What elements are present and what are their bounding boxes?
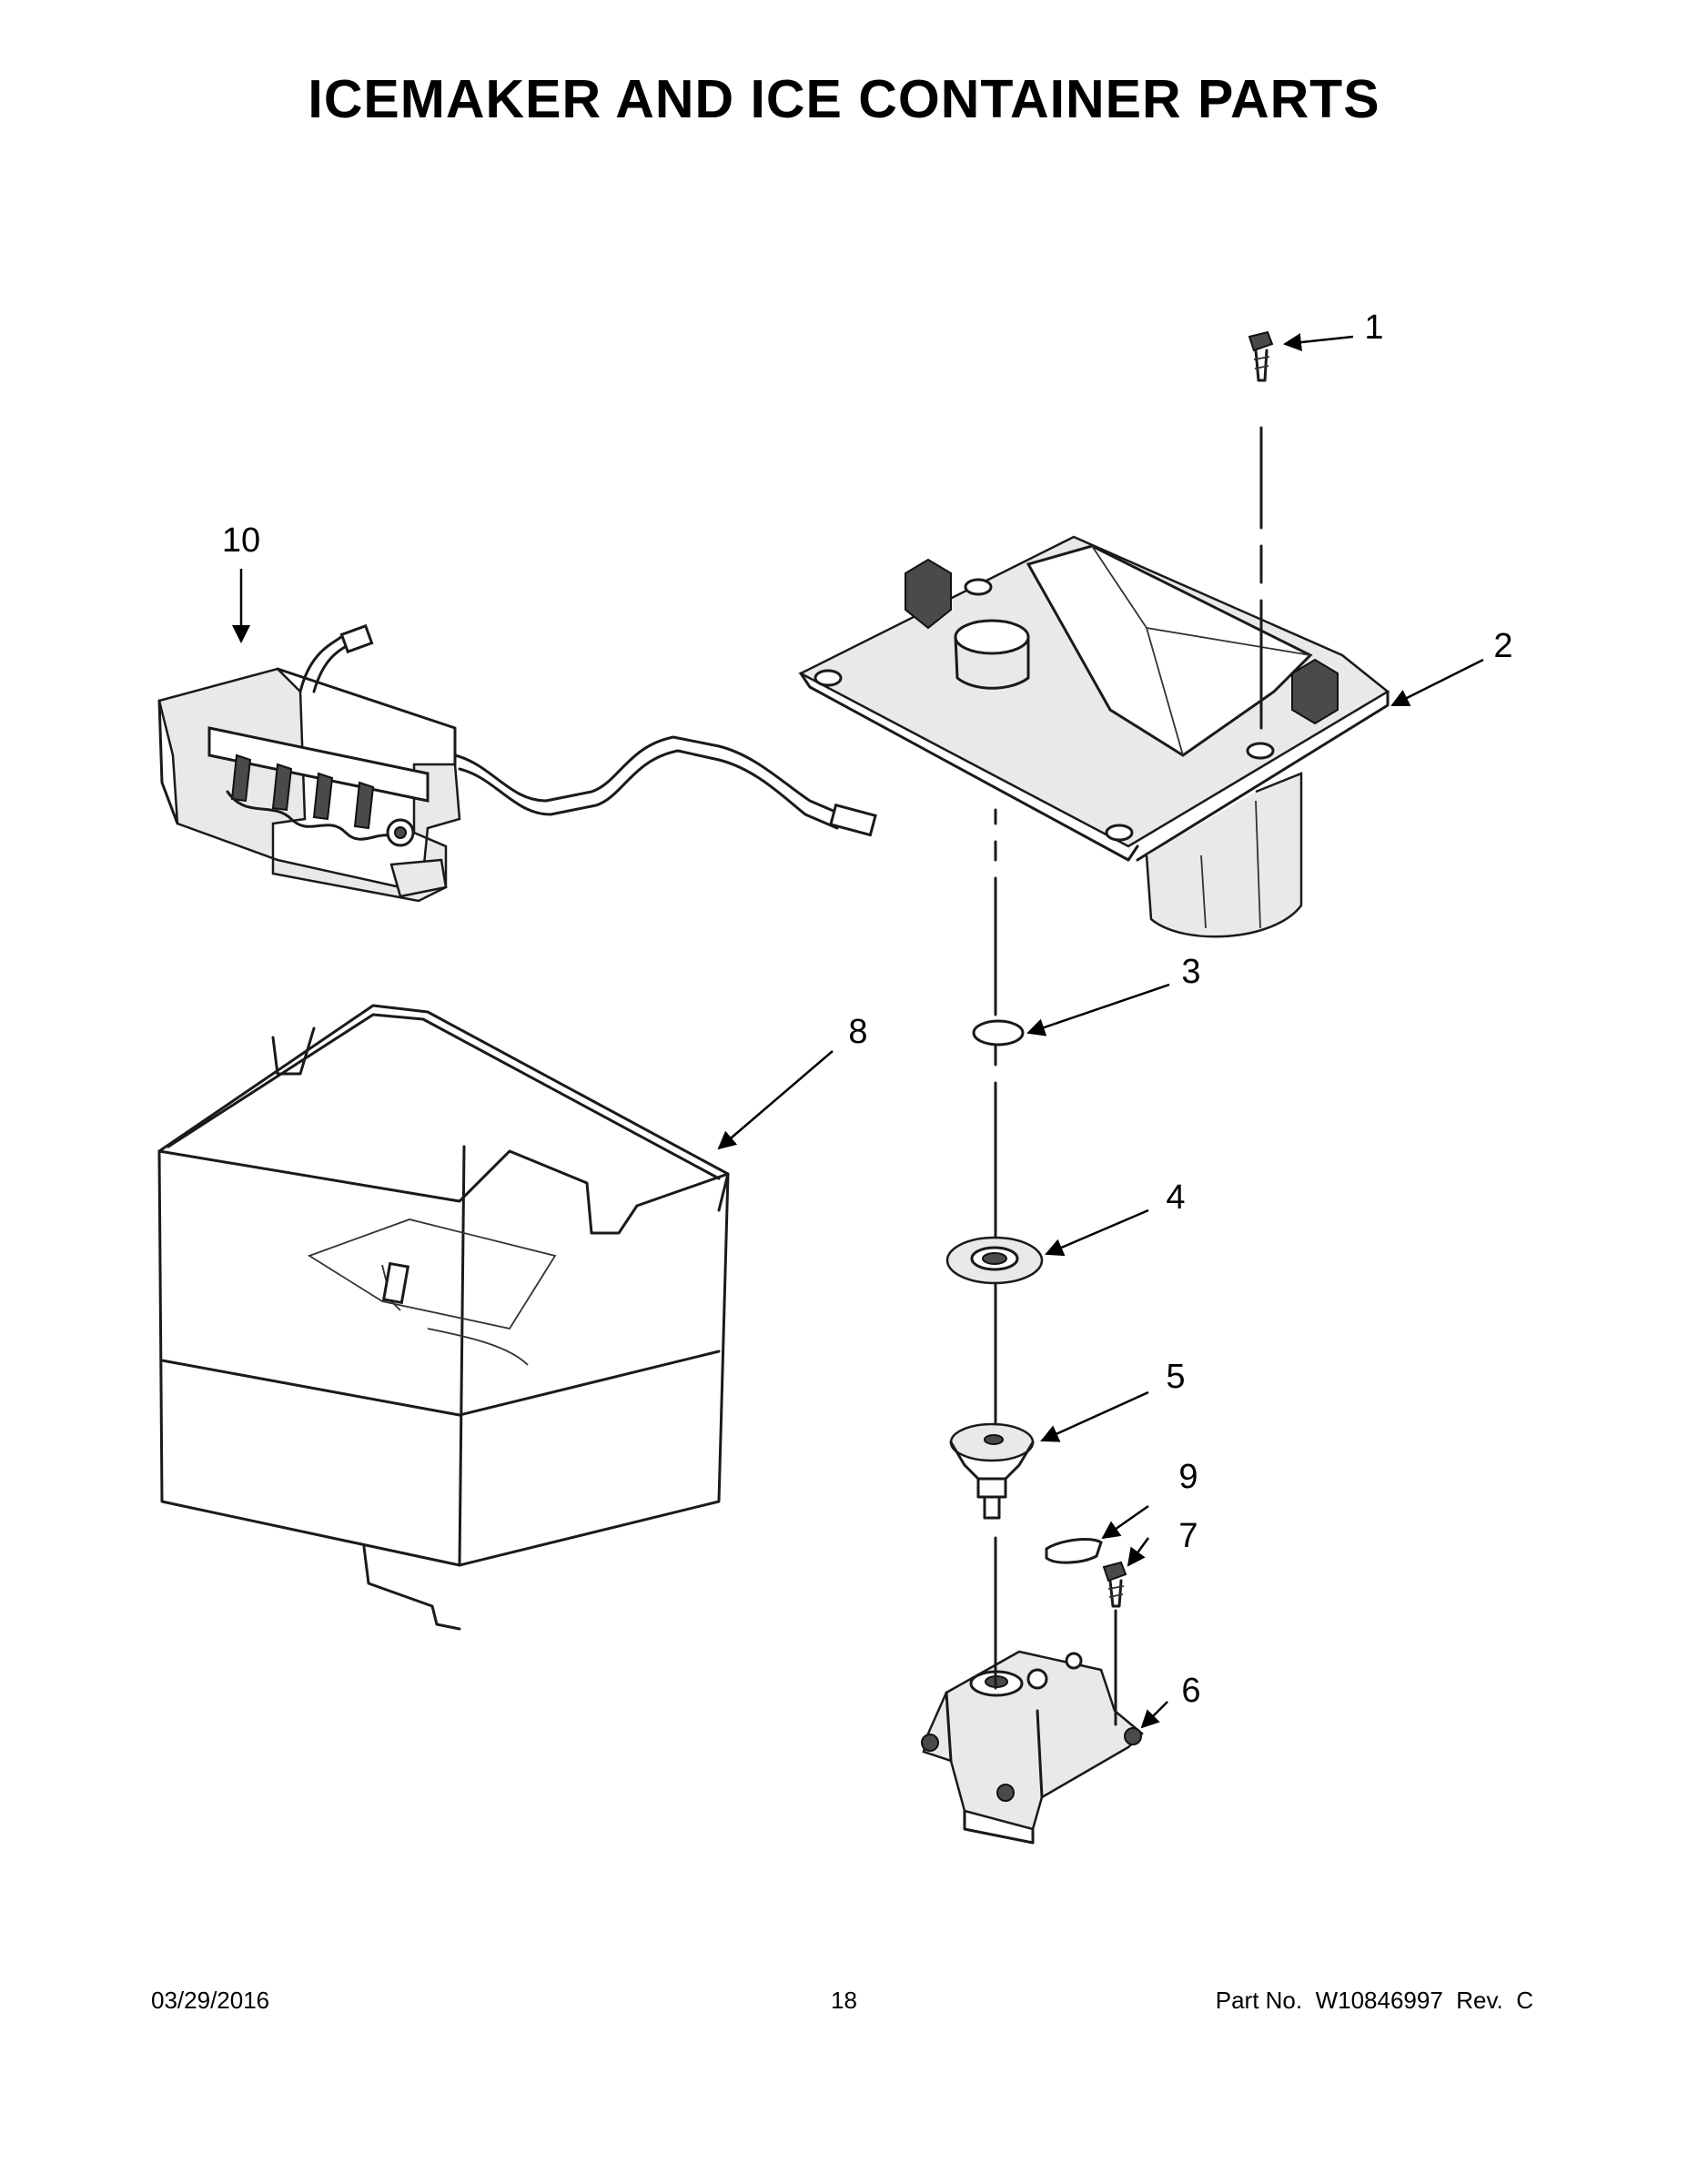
ice-container (157, 1004, 730, 1631)
callout-9: 9 (1178, 1458, 1198, 1496)
callout-arrows (232, 333, 1484, 1729)
assembly-lines (994, 426, 1263, 1726)
ring-part (972, 1019, 1025, 1046)
key-part (1045, 1537, 1103, 1564)
callout-2: 2 (1493, 627, 1512, 665)
footer-part-number: Part No. W10846997 Rev. C (1215, 1987, 1533, 2014)
screw-motor (1102, 1561, 1127, 1608)
bearing-seal (945, 1236, 1044, 1285)
callout-8: 8 (848, 1013, 867, 1051)
callout-6: 6 (1181, 1672, 1200, 1710)
callout-7: 7 (1178, 1517, 1198, 1555)
callout-10: 10 (222, 521, 260, 560)
footer-page-number: 18 (831, 1987, 857, 2014)
page-title: ICEMAKER AND ICE CONTAINER PARTS (308, 69, 1380, 129)
screw-top (1248, 330, 1274, 382)
coupler (949, 1422, 1035, 1520)
footer-date: 03/29/2016 (151, 1987, 270, 2014)
ice-chute-plate (798, 535, 1390, 938)
icemaker-assembly (157, 623, 877, 903)
callout-3: 3 (1181, 953, 1200, 991)
auger-motor (921, 1650, 1144, 1845)
callout-5: 5 (1166, 1358, 1185, 1396)
callout-4: 4 (1166, 1178, 1185, 1217)
callout-1: 1 (1364, 308, 1383, 347)
